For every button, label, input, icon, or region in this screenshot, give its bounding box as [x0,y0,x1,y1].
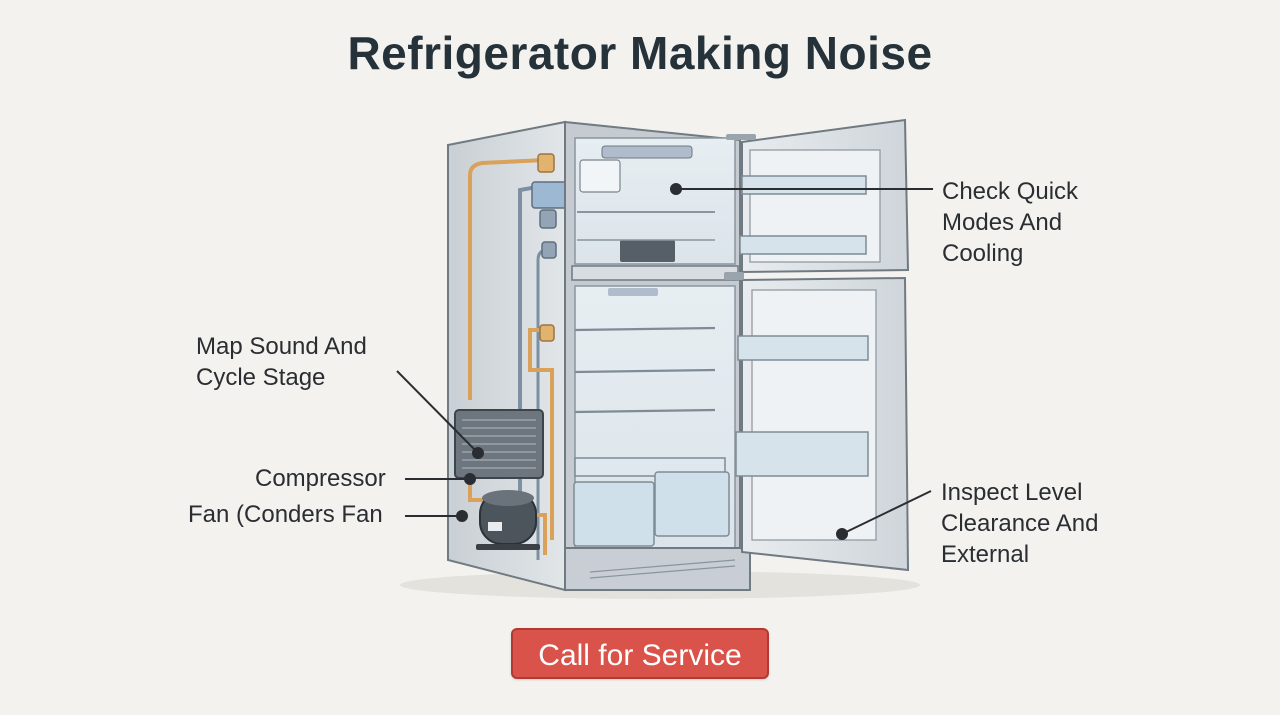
callout-fan: Fan (Conders Fan [188,501,383,528]
leader-dot-fan [456,510,468,522]
callout-check-quick-modes: Check Quick Modes And Cooling [942,178,1079,267]
call-for-service-button[interactable]: Call for Service [511,628,769,679]
fridge-shelves [574,326,716,414]
callout-leaders [396,183,933,540]
condenser-fan-grille [454,409,544,479]
leader-sound-cycle [396,370,479,454]
callout-inspect-level: Inspect Level Clearance And External [941,479,1099,568]
leader-dot-quick-modes [670,183,682,195]
callout-compressor: Compressor [255,465,386,492]
leader-inspect-level [841,490,932,535]
page-title: Refrigerator Making Noise [347,27,933,79]
fridge-cabinet [564,120,751,592]
leader-dot-inspect-level [836,528,848,540]
fridge-door [724,272,910,572]
leader-dot-sound-cycle [472,447,484,459]
freezer-door [726,118,910,274]
callout-map-sound-cycle: Map Sound And Cycle Stage [196,333,367,391]
leader-dot-compressor [464,473,476,485]
crisper-drawers [573,457,730,547]
compressor [476,490,540,550]
